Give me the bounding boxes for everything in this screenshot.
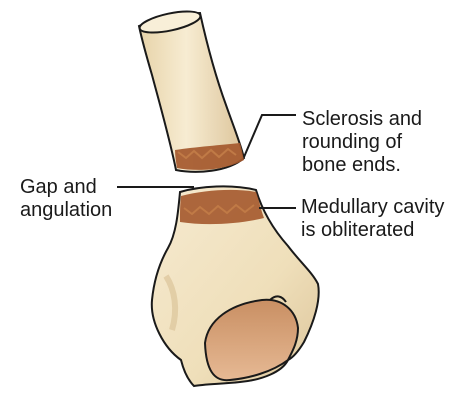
gap-label: Gap and angulation (20, 176, 112, 222)
medullary-label: Medullary cavity is obliterated (301, 196, 444, 242)
proximal-bone-fragment (138, 7, 244, 172)
sclerosis-leader-line (244, 115, 296, 157)
distal-bone-fragment (152, 186, 319, 386)
sclerosis-label: Sclerosis and rounding of bone ends. (302, 108, 422, 177)
